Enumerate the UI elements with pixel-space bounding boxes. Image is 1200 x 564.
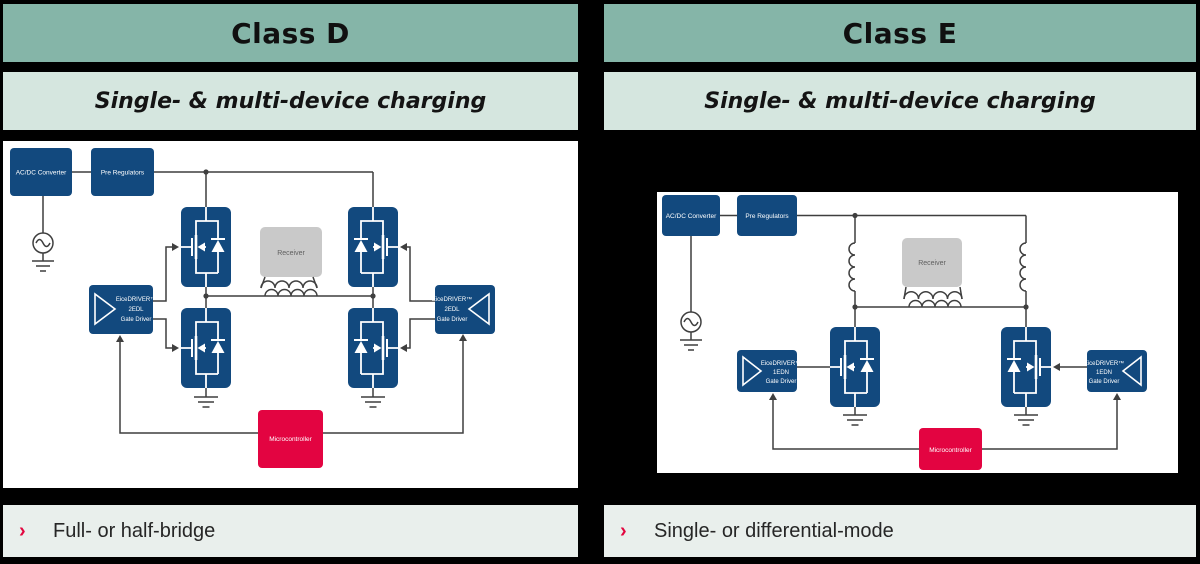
gate-driver-label: Gate Driver: [1089, 379, 1120, 385]
inductor-icon: [848, 242, 856, 292]
mosfet-icon: [830, 327, 880, 407]
ground-icon: [1014, 414, 1038, 426]
panel-header: Class D: [3, 4, 578, 62]
receiver-block: Receiver: [902, 238, 962, 287]
receiver-label: Receiver: [918, 260, 946, 267]
pre-regulators-label: Pre Regulators: [745, 213, 789, 220]
ground-icon: [194, 396, 218, 408]
inductor-icon: [1019, 242, 1027, 292]
panel-header: Class E: [604, 4, 1196, 62]
mosfet-icon: [348, 308, 398, 388]
receiver-label: Receiver: [277, 250, 305, 257]
junction-dot: [852, 212, 858, 219]
pre-regulators-label: Pre Regulators: [101, 170, 145, 177]
chevron-bullet-icon: ›: [19, 519, 26, 542]
gate-driver-block: EiceDRIVER™ 1EDN Gate Driver: [1084, 350, 1147, 392]
bullet-text: Full- or half-bridge: [53, 519, 216, 542]
acdc-converter-label: AC/DC Converter: [16, 170, 67, 177]
arrowhead-icon: [769, 393, 777, 400]
mosfet-icon: [181, 207, 231, 287]
panel-subtitle-bar: Single- & multi-device charging: [3, 72, 578, 130]
junction-dot: [203, 169, 209, 175]
arrowhead-icon: [1113, 393, 1121, 400]
ground-icon: [32, 260, 54, 272]
mosfet-icon: [181, 308, 231, 388]
mosfet-icon: [348, 207, 398, 287]
microcontroller-label: Microcontroller: [929, 447, 972, 454]
panel-title: Class D: [231, 16, 350, 50]
gate-driver-label: Gate Driver: [121, 317, 152, 323]
pre-regulators-block: Pre Regulators: [91, 148, 154, 196]
microcontroller-block: Microcontroller: [258, 410, 323, 468]
arrowhead-icon: [459, 334, 467, 341]
circuit-diagram-class-d: AC/DC Converter Pre Regulators: [3, 141, 578, 488]
gate-driver-label: EiceDRIVER™: [761, 360, 801, 367]
panel-subtitle: Single- & multi-device charging: [704, 88, 1096, 114]
arrowhead-icon: [1053, 363, 1060, 371]
gate-driver-label: EiceDRIVER™: [116, 296, 156, 303]
ac-source-icon: [680, 311, 702, 333]
acdc-converter-block: AC/DC Converter: [662, 195, 720, 236]
gate-driver-label: 2EDL: [444, 307, 460, 313]
gate-driver-label: Gate Driver: [766, 379, 797, 385]
bullet-bar: › Full- or half-bridge: [3, 505, 578, 557]
arrowhead-icon: [400, 344, 407, 352]
diagram-canvas: [657, 192, 1178, 473]
gate-driver-label: 1EDN: [1096, 370, 1112, 376]
gate-driver-label: 1EDN: [773, 370, 789, 376]
chevron-bullet-icon: ›: [620, 519, 627, 542]
transformer-icon: [260, 276, 318, 297]
arrowhead-icon: [172, 243, 179, 251]
gate-driver-block: EiceDRIVER™ 2EDL Gate Driver: [432, 285, 495, 334]
junction-dot: [852, 304, 858, 310]
gate-driver-block: EiceDRIVER™ 1EDN Gate Driver: [737, 350, 801, 392]
panel-class-e: Class E Single- & multi-device charging: [604, 0, 1196, 564]
junction-dot: [203, 293, 209, 299]
panel-class-d: Class D Single- & multi-device charging: [3, 0, 578, 564]
transformer-icon: [903, 286, 963, 308]
gate-driver-label: EiceDRIVER™: [432, 296, 472, 303]
microcontroller-label: Microcontroller: [269, 436, 312, 443]
class-d-schematic: AC/DC Converter Pre Regulators: [3, 141, 578, 488]
pre-regulators-block: Pre Regulators: [737, 195, 797, 236]
arrowhead-icon: [172, 344, 179, 352]
panel-title: Class E: [842, 16, 958, 50]
gate-driver-block: EiceDRIVER™ 2EDL Gate Driver: [89, 285, 156, 334]
wiring: [42, 169, 467, 434]
circuit-diagram-class-e: AC/DC Converter Pre Regulators Receiver: [604, 141, 1196, 488]
bullet-text: Single- or differential-mode: [654, 519, 894, 542]
acdc-converter-label: AC/DC Converter: [666, 213, 717, 220]
gate-driver-label: EiceDRIVER™: [1084, 360, 1124, 367]
wiring: [690, 212, 1121, 450]
bullet-bar: › Single- or differential-mode: [604, 505, 1196, 557]
junction-dot: [1023, 304, 1029, 310]
panel-subtitle-bar: Single- & multi-device charging: [604, 72, 1196, 130]
ground-icon: [680, 339, 702, 351]
panel-subtitle: Single- & multi-device charging: [94, 88, 487, 114]
junction-dot: [370, 293, 376, 299]
mosfet-icon: [1001, 327, 1051, 407]
arrowhead-icon: [400, 243, 407, 251]
class-e-schematic: AC/DC Converter Pre Regulators Receiver: [604, 141, 1196, 488]
arrowhead-icon: [116, 335, 124, 342]
gate-driver-label: Gate Driver: [437, 317, 468, 323]
microcontroller-block: Microcontroller: [919, 428, 982, 470]
acdc-converter-block: AC/DC Converter: [10, 148, 72, 196]
ac-source-icon: [32, 232, 54, 254]
gate-driver-label: 2EDL: [128, 307, 144, 313]
ground-icon: [361, 396, 385, 408]
receiver-block: Receiver: [260, 227, 322, 277]
ground-icon: [843, 414, 867, 426]
